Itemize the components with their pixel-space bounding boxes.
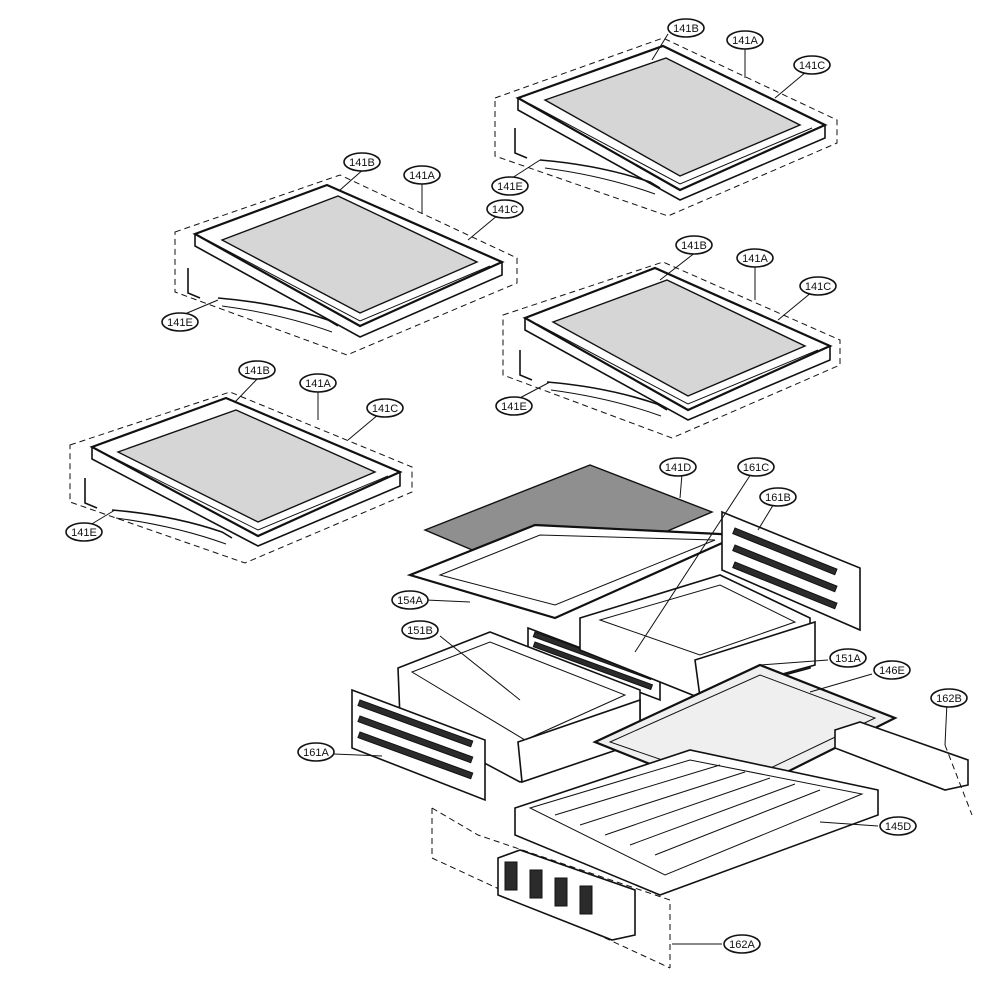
label-161a: 161A <box>297 742 335 762</box>
svg-text:141E: 141E <box>501 401 527 413</box>
label-141a-shelf4: 141A <box>299 373 337 393</box>
label-141a-shelf2: 141A <box>403 165 441 185</box>
label-141a-shelf3: 141A <box>736 248 774 268</box>
svg-text:154A: 154A <box>397 595 423 607</box>
label-141c-shelf3: 141C <box>799 276 837 296</box>
svg-text:151A: 151A <box>835 653 861 665</box>
svg-text:141B: 141B <box>673 23 699 35</box>
label-141b-shelf3: 141B <box>675 235 713 255</box>
svg-text:161A: 161A <box>303 747 329 759</box>
svg-text:162B: 162B <box>936 693 962 705</box>
label-154a: 154A <box>391 590 429 610</box>
label-141e-shelf3: 141E <box>495 396 533 416</box>
label-162a: 162A <box>723 934 761 954</box>
svg-text:141C: 141C <box>492 204 518 216</box>
label-145d: 145D <box>879 816 917 836</box>
svg-text:141B: 141B <box>349 157 375 169</box>
svg-text:141C: 141C <box>805 281 831 293</box>
svg-text:141E: 141E <box>497 181 523 193</box>
shelf-assembly-top-right <box>494 37 838 217</box>
svg-text:145D: 145D <box>885 821 911 833</box>
label-161b: 161B <box>759 487 797 507</box>
svg-text:141B: 141B <box>681 240 707 252</box>
leader-lines <box>84 33 948 945</box>
part-labels: 141B 141A 141C 141E 141B 141A 141C 141E … <box>65 18 968 954</box>
label-141e-shelf1: 141E <box>491 176 529 196</box>
label-141e-shelf2: 141E <box>161 312 199 332</box>
svg-text:141E: 141E <box>167 317 193 329</box>
label-141b-shelf1: 141B <box>667 18 705 38</box>
svg-text:141D: 141D <box>665 462 691 474</box>
shelf-assembly-lower-left <box>69 391 413 564</box>
svg-text:151B: 151B <box>407 625 433 637</box>
svg-text:141A: 141A <box>305 378 331 390</box>
svg-text:141C: 141C <box>372 403 398 415</box>
svg-text:141B: 141B <box>244 365 270 377</box>
svg-text:161C: 161C <box>743 462 769 474</box>
label-141d: 141D <box>659 457 697 477</box>
bottom-tray-145d <box>514 749 879 896</box>
shelf-assembly-middle-right <box>502 261 841 439</box>
label-146e: 146E <box>873 660 911 680</box>
svg-text:146E: 146E <box>879 665 905 677</box>
label-141c-shelf2: 141C <box>486 199 524 219</box>
label-141e-shelf4: 141E <box>65 522 103 542</box>
svg-text:162A: 162A <box>729 939 755 951</box>
shelf-assembly-upper-left <box>174 174 518 356</box>
svg-text:141E: 141E <box>71 527 97 539</box>
svg-text:141C: 141C <box>799 60 825 72</box>
label-161c: 161C <box>737 457 775 477</box>
left-divider-161a <box>351 688 486 802</box>
label-141b-shelf4: 141B <box>238 360 276 380</box>
svg-text:141A: 141A <box>409 170 435 182</box>
svg-text:141A: 141A <box>732 35 758 47</box>
right-rail-162b <box>834 721 969 791</box>
label-141c-shelf1: 141C <box>793 55 831 75</box>
label-162b: 162B <box>930 688 968 708</box>
svg-text:161B: 161B <box>765 492 791 504</box>
label-151a: 151A <box>829 648 867 668</box>
label-141a-shelf1: 141A <box>726 30 764 50</box>
svg-text:141A: 141A <box>742 253 768 265</box>
label-141c-shelf4: 141C <box>366 398 404 418</box>
label-151b: 151B <box>401 620 439 640</box>
label-141b-shelf2: 141B <box>343 152 381 172</box>
crisper-assembly <box>351 464 973 969</box>
